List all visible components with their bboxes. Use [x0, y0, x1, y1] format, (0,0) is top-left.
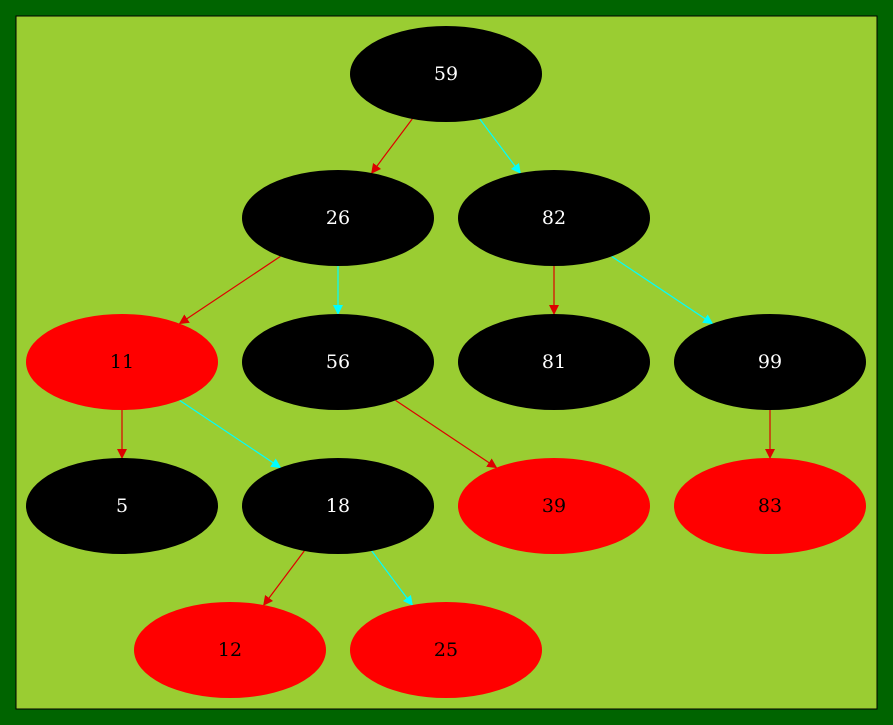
node-label: 39 [542, 495, 566, 517]
node-label: 12 [218, 639, 242, 661]
edge-26-to-11 [178, 255, 281, 325]
tree-node-81: 81 [458, 314, 650, 410]
edge-18-to-25 [371, 550, 413, 606]
node-ellipse [674, 458, 866, 554]
node-ellipse [458, 314, 650, 410]
node-label: 25 [434, 639, 458, 661]
tree-node-25: 25 [350, 602, 542, 698]
tree-node-5: 5 [26, 458, 218, 554]
node-ellipse [242, 458, 434, 554]
node-label: 83 [758, 495, 782, 517]
edge-82-to-99 [611, 255, 714, 325]
node-ellipse [134, 602, 326, 698]
tree-node-11: 11 [26, 314, 218, 410]
node-label: 18 [326, 495, 350, 517]
tree-node-12: 12 [134, 602, 326, 698]
node-label: 5 [116, 495, 128, 517]
edge-18-to-12 [263, 550, 305, 606]
node-ellipse [26, 458, 218, 554]
edge-11-to-18 [179, 399, 282, 469]
tree-node-99: 99 [674, 314, 866, 410]
tree-node-18: 18 [242, 458, 434, 554]
edges-layer [117, 118, 775, 606]
node-label: 26 [326, 207, 350, 229]
tree-node-83: 83 [674, 458, 866, 554]
edge-56-to-39 [395, 399, 498, 469]
node-ellipse [350, 26, 542, 122]
nodes-layer: 59 26 82 11 56 81 99 5 18 39 83 12 25 [26, 26, 866, 698]
node-label: 82 [542, 207, 566, 229]
node-ellipse [458, 458, 650, 554]
node-ellipse [242, 170, 434, 266]
node-label: 99 [758, 351, 782, 373]
node-ellipse [350, 602, 542, 698]
node-label: 81 [542, 351, 566, 373]
tree-node-59: 59 [350, 26, 542, 122]
node-ellipse [26, 314, 218, 410]
tree-node-26: 26 [242, 170, 434, 266]
tree-node-39: 39 [458, 458, 650, 554]
tree-node-82: 82 [458, 170, 650, 266]
edge-59-to-82 [479, 118, 521, 174]
tree-node-56: 56 [242, 314, 434, 410]
node-label: 56 [326, 351, 350, 373]
node-label: 11 [110, 351, 134, 373]
node-ellipse [674, 314, 866, 410]
edge-59-to-26 [371, 118, 413, 174]
node-label: 59 [434, 63, 458, 85]
node-ellipse [242, 314, 434, 410]
node-ellipse [458, 170, 650, 266]
